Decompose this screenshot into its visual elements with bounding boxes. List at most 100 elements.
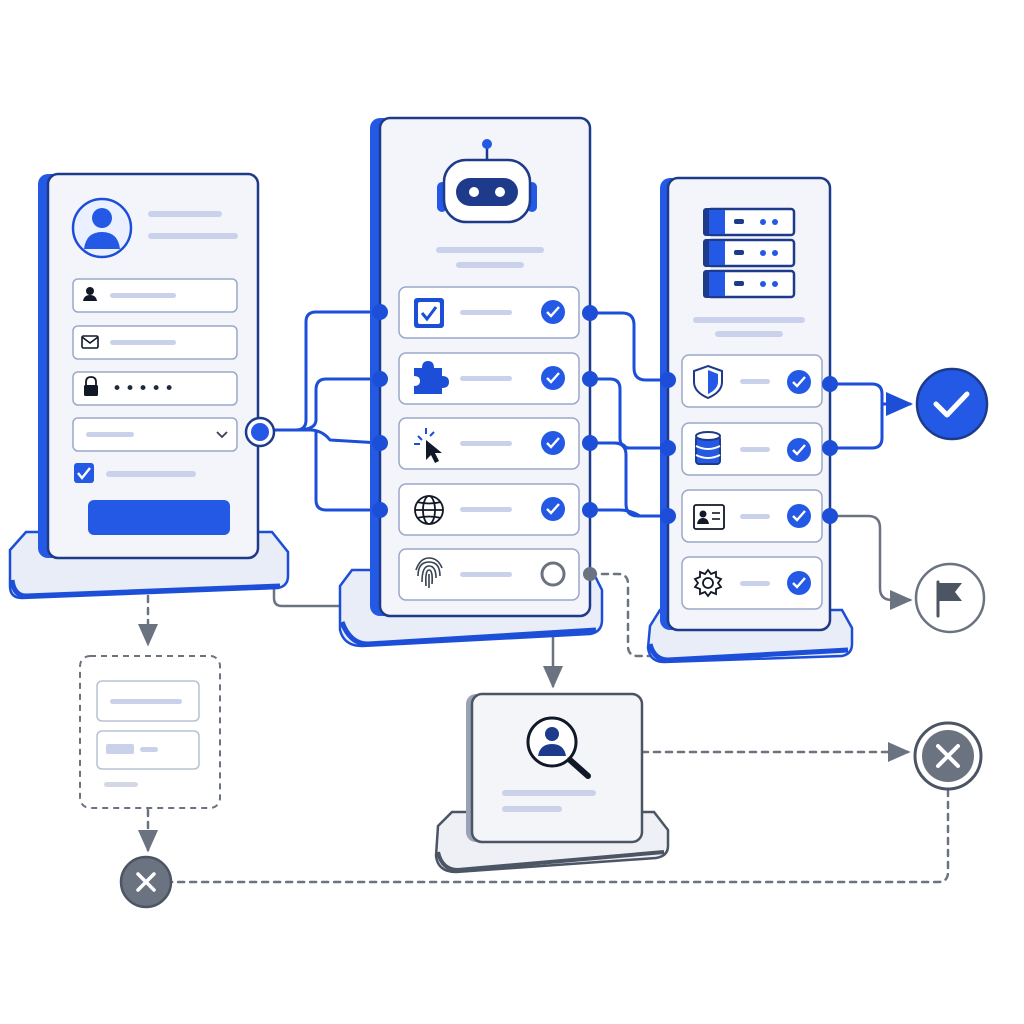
user-search-icon bbox=[526, 716, 591, 779]
bot-check-row-checkbox bbox=[398, 286, 580, 339]
server-check-row-database bbox=[681, 422, 823, 476]
server-panel-base-edge bbox=[647, 643, 849, 663]
x-icon bbox=[936, 744, 960, 768]
form-title-placeholder bbox=[148, 211, 222, 217]
outcome-rejected-form bbox=[119, 855, 173, 909]
bot-check-row-pointer bbox=[398, 417, 580, 470]
connector-fingerprint-dashed bbox=[588, 572, 662, 658]
connector-form-to-check-3 bbox=[270, 428, 382, 445]
connector-check1-to-server1 bbox=[588, 311, 668, 382]
connector-form-to-check-1 bbox=[270, 310, 382, 432]
row-placeholder bbox=[460, 441, 512, 446]
connector-server1-to-approved bbox=[830, 382, 913, 416]
connector-server3-to-flag bbox=[830, 514, 913, 610]
row-placeholder bbox=[460, 310, 512, 315]
terms-checkbox[interactable] bbox=[74, 463, 94, 483]
bot-panel-base-edge bbox=[339, 621, 597, 647]
server-input-ports bbox=[660, 372, 676, 524]
server-check-row-shield bbox=[681, 354, 823, 408]
check-icon bbox=[787, 370, 811, 394]
server-check-row-id-card bbox=[681, 489, 823, 543]
row-placeholder bbox=[740, 379, 770, 384]
row-placeholder bbox=[740, 581, 770, 586]
connector-form-to-check-2 bbox=[294, 377, 382, 432]
select-placeholder bbox=[86, 432, 134, 437]
connector-server2-to-approved bbox=[830, 402, 884, 450]
registration-form-panel: ••••• bbox=[8, 172, 290, 600]
review-title-placeholder bbox=[502, 790, 596, 796]
name-field[interactable] bbox=[72, 278, 238, 313]
review-card bbox=[470, 692, 644, 844]
bot-check-row-puzzle bbox=[398, 352, 580, 405]
check-icon bbox=[787, 438, 811, 462]
password-field[interactable]: ••••• bbox=[72, 371, 238, 406]
bot-output-ports bbox=[582, 305, 598, 581]
server-title-placeholder bbox=[693, 317, 805, 323]
id-card-icon bbox=[693, 504, 725, 530]
select-dropdown[interactable] bbox=[72, 417, 238, 452]
server-check-panel bbox=[646, 176, 854, 664]
alt-field-2-block bbox=[106, 744, 134, 754]
row-placeholder bbox=[740, 514, 770, 519]
mail-icon bbox=[81, 335, 99, 349]
server-check-row-gear bbox=[681, 556, 823, 610]
outcome-approved bbox=[915, 367, 989, 441]
bot-check-panel bbox=[338, 116, 604, 648]
avatar bbox=[71, 197, 133, 259]
checkbox-icon bbox=[414, 298, 444, 328]
connector-check4-to-server3 bbox=[588, 508, 668, 518]
check-icon bbox=[787, 571, 811, 595]
database-icon bbox=[695, 431, 721, 465]
server-stack-icon bbox=[703, 207, 796, 299]
server-subtitle-placeholder bbox=[715, 331, 783, 337]
fingerprint-icon bbox=[415, 557, 443, 588]
email-field[interactable] bbox=[72, 325, 238, 360]
pointer-click-icon bbox=[414, 428, 442, 463]
robot-icon bbox=[437, 139, 537, 224]
form-subtitle-placeholder bbox=[148, 233, 238, 239]
check-icon bbox=[541, 366, 565, 390]
server-output-ports bbox=[822, 376, 838, 524]
row-placeholder bbox=[460, 376, 512, 381]
connectors bbox=[138, 310, 950, 884]
check-icon bbox=[541, 300, 565, 324]
review-subtitle-placeholder bbox=[502, 806, 562, 812]
outcome-rejected-review bbox=[913, 721, 983, 791]
lock-icon bbox=[84, 376, 98, 396]
check-icon bbox=[787, 504, 811, 528]
shield-icon bbox=[693, 364, 723, 400]
bot-title-placeholder bbox=[436, 247, 544, 253]
submit-button[interactable] bbox=[88, 500, 230, 535]
check-icon bbox=[541, 497, 565, 521]
pending-node bbox=[540, 561, 566, 587]
alternate-form-panel bbox=[79, 655, 221, 809]
user-icon bbox=[83, 287, 97, 301]
form-output-node-core bbox=[251, 423, 269, 441]
row-placeholder bbox=[460, 507, 512, 512]
bot-subtitle-placeholder bbox=[456, 262, 524, 268]
form-card bbox=[46, 172, 260, 560]
password-mask: ••••• bbox=[112, 379, 177, 399]
bot-check-row-globe bbox=[398, 483, 580, 536]
chevron-down-icon bbox=[216, 431, 228, 439]
alt-field-2-placeholder bbox=[140, 747, 158, 752]
email-field-placeholder bbox=[110, 340, 176, 345]
connector-check3-to-server2 bbox=[588, 441, 668, 450]
row-placeholder bbox=[460, 572, 512, 577]
bot-input-ports bbox=[372, 304, 388, 518]
x-icon bbox=[136, 872, 156, 892]
outcome-flagged bbox=[914, 562, 986, 634]
connector-reject-loop bbox=[170, 788, 950, 884]
connector-check2-to-server2 bbox=[588, 377, 668, 450]
review-panel-base-edge bbox=[436, 850, 665, 873]
alt-field-1-placeholder bbox=[110, 699, 182, 704]
alt-footer-placeholder bbox=[104, 782, 138, 787]
name-field-placeholder bbox=[110, 293, 176, 298]
connector-check3-to-server3 bbox=[612, 441, 668, 518]
form-panel-base-edge bbox=[9, 579, 281, 599]
bot-check-row-fingerprint bbox=[398, 548, 580, 601]
terms-label-placeholder bbox=[106, 471, 196, 477]
connector-form-to-check-4 bbox=[314, 430, 382, 512]
check-icon bbox=[933, 391, 970, 418]
